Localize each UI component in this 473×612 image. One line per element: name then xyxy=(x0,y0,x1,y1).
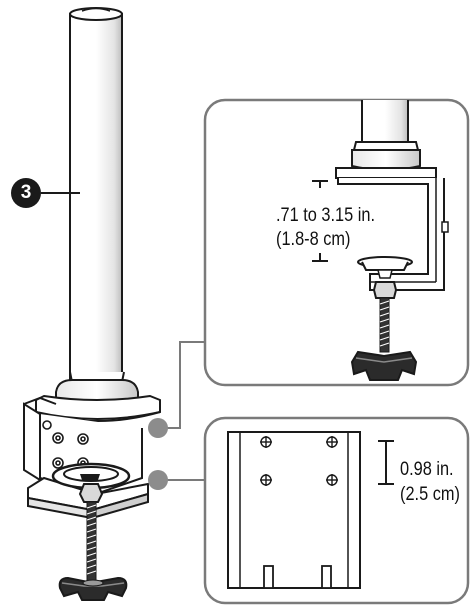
callout-clamp-range xyxy=(160,98,470,429)
callout-marker-bottom xyxy=(148,470,168,490)
callout-marker-top xyxy=(148,418,168,438)
clamp-side xyxy=(23,402,41,482)
clamp-gap-metric: (1.8-8 cm) xyxy=(276,229,351,250)
step-number-badge: 3 xyxy=(11,178,41,208)
plate-slots xyxy=(263,565,332,589)
clamp-nut xyxy=(78,483,104,503)
pole-top xyxy=(69,7,123,21)
pole xyxy=(69,13,123,387)
callout-leader-top xyxy=(160,341,205,429)
pole-assembly xyxy=(23,7,161,601)
dimension-marks-top xyxy=(312,180,328,262)
base-flange xyxy=(35,394,161,420)
hole-spacing-imperial: 0.98 in. xyxy=(400,459,454,480)
clamp-knob xyxy=(58,576,128,601)
mounting-plate xyxy=(227,431,361,589)
clamp-bracket-detail xyxy=(337,178,445,291)
plate-holes xyxy=(260,436,338,486)
hole-spacing-metric: (2.5 cm) xyxy=(400,484,460,505)
dimension-marks-bottom xyxy=(378,440,394,485)
callout-plate-holes xyxy=(160,416,470,605)
clamp-gap-imperial: .71 to 3.15 in. xyxy=(276,205,376,226)
